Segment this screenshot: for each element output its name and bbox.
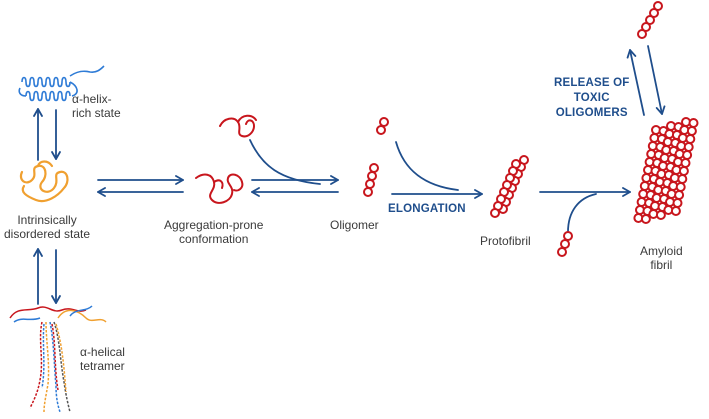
oligomer-bead: [363, 187, 373, 197]
fibril-bead: [677, 174, 688, 184]
helical-tetramer-structure: [9, 305, 107, 413]
aggregation-prone-structure: [195, 173, 244, 204]
oligomer-bead: [367, 171, 377, 181]
fibril-bead: [683, 142, 694, 152]
fibril-bead: [672, 198, 683, 208]
fibril-bead: [680, 158, 691, 168]
release-toxic-oligomers-label: RELEASE OF TOXIC OLIGOMERS: [554, 77, 630, 119]
helix-rich-state-label: α-helix- rich state: [72, 92, 121, 120]
fibril-bead: [675, 182, 686, 192]
fibril-bead: [682, 150, 693, 160]
released-oligomer-chain: [637, 1, 663, 39]
disordered-state-label: Intrinsically disordered state: [4, 213, 91, 241]
incoming-bead: [379, 117, 389, 127]
incoming-chain-bead: [560, 239, 570, 249]
incoming-oligomer: [376, 117, 389, 135]
released-bead: [637, 29, 647, 39]
helical-tetramer-label: α-helical tetramer: [80, 345, 125, 373]
fibril-bead: [670, 206, 681, 216]
fibril-bead: [678, 166, 689, 176]
fibril-bead: [674, 190, 685, 200]
incoming-bead: [376, 125, 386, 135]
incoming-monomer-structure: [219, 114, 257, 138]
helix-rich-structure: [18, 65, 105, 102]
fibril-bead: [685, 134, 696, 144]
fibril-bead: [655, 210, 666, 220]
protofibril-bead: [490, 208, 500, 218]
disordered-structure: [19, 160, 69, 203]
oligomer-bead: [365, 179, 375, 189]
incoming-chain-bead: [563, 231, 573, 241]
pathway-arrows: [33, 45, 666, 305]
aggregation-prone-label: Aggregation-prone conformation: [164, 218, 264, 246]
elongation-label: ELONGATION: [388, 203, 466, 215]
protofibril-structure: [490, 155, 529, 218]
fibril-bead: [640, 214, 651, 224]
amyloid-fibril-structure: [633, 117, 699, 224]
oligomer-label: Oligomer: [330, 218, 379, 232]
oligomer-bead: [369, 163, 379, 173]
oligomer-chain: [363, 163, 379, 197]
incoming-chain-bead: [557, 247, 567, 257]
fibril-bead: [688, 118, 699, 128]
amyloid-fibril-label: Amyloid fibril: [640, 244, 683, 272]
incoming-oligomer-chain: [557, 231, 573, 257]
fibril-bead: [686, 126, 697, 136]
protofibril-label: Protofibril: [480, 234, 531, 248]
